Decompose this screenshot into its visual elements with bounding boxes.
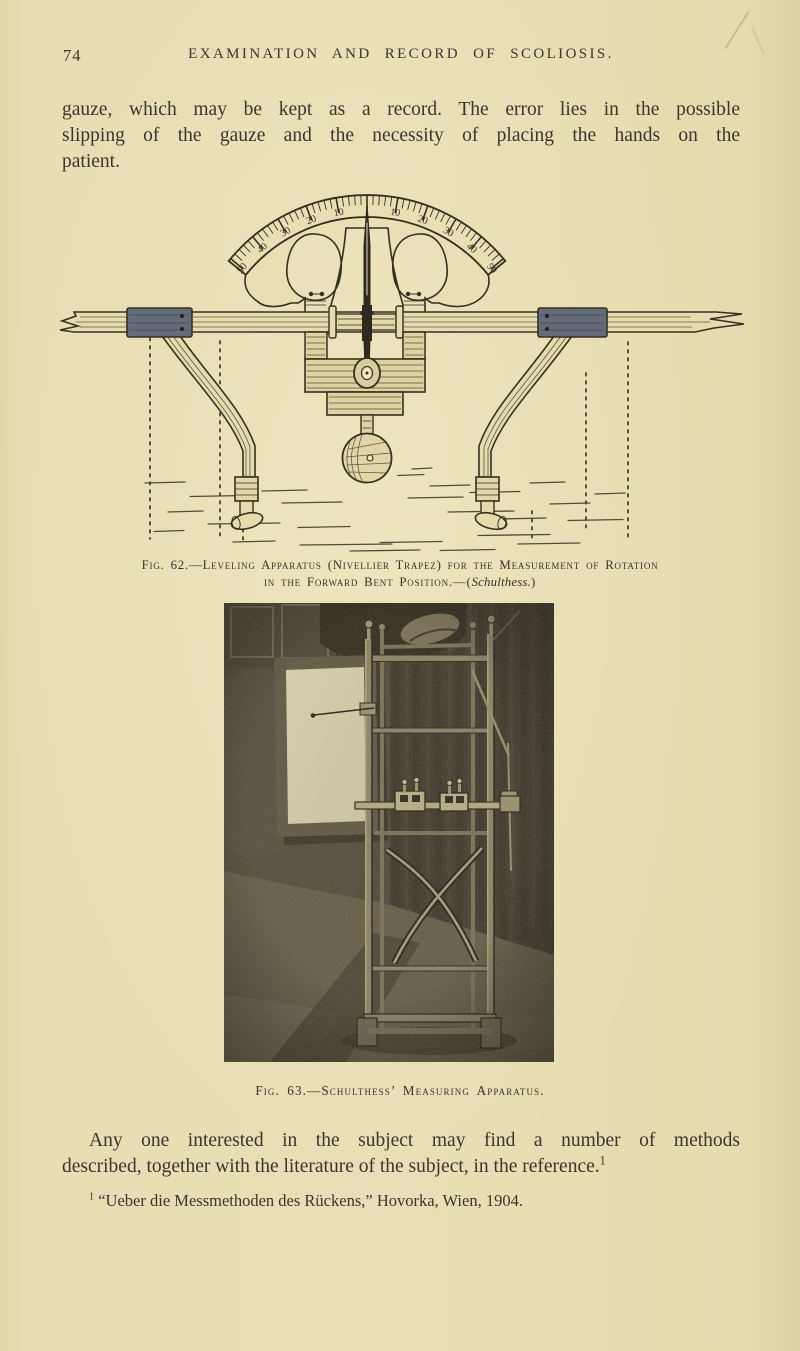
paragraph-line: gauze, which may be kept as a record. Th…: [62, 99, 740, 120]
scale-label: 20: [416, 213, 429, 227]
figure-62: 50 40 30 20 10 10 20 30 40 50: [50, 183, 750, 562]
running-header: 74 EXAMINATION AND RECORD OF SCOLIOSIS.: [62, 46, 740, 68]
bar-clamps: [126, 307, 608, 338]
paragraph-line: described, together with the literature …: [62, 1154, 740, 1180]
plumb-dotted-lines: [149, 337, 629, 546]
paragraph-line: patient.: [62, 151, 120, 172]
paragraph-1: gauze, which may be kept as a record. Th…: [62, 97, 740, 175]
footnote-text: “Ueber die Messmethoden des Rückens,” Ho…: [98, 1191, 523, 1210]
figure-63: [194, 602, 564, 1067]
scale-label: 20: [305, 213, 318, 227]
caption-text: in the Forward Bent Position.—(: [263, 574, 472, 589]
ground-shading: [144, 467, 626, 552]
page-number: 74: [63, 46, 82, 65]
figure-63-caption: Fig. 63.—Schulthess’ Measuring Apparatus…: [255, 1083, 545, 1098]
leveling-apparatus-drawing: 50 40 30 20 10 10 20 30 40 50: [59, 194, 745, 552]
caption-text: ): [531, 574, 537, 589]
paragraph-line: slipping of the gauze and the necessity …: [62, 125, 740, 146]
pivot-knob: [353, 357, 381, 389]
photo-grain: [224, 603, 554, 1062]
page-crease: [724, 10, 750, 50]
footnote-reference: 1: [599, 1153, 606, 1168]
paragraph-text: described, together with the literature …: [62, 1156, 600, 1177]
page-crease: [750, 26, 766, 56]
footnote-marker: 1: [89, 1191, 95, 1203]
left-arm: [160, 335, 264, 531]
figure-62-caption: Fig. 62.—Leveling Apparatus (Nivellier T…: [40, 557, 760, 590]
caption-credit: Schulthess.: [471, 574, 531, 589]
scale-label: 10: [333, 207, 345, 220]
paragraph-2: Any one interested in the subject may fi…: [62, 1128, 740, 1180]
scale-label: 10: [389, 207, 401, 220]
measuring-apparatus-photo: [194, 602, 564, 1062]
pendulum-bob: [341, 432, 393, 484]
paragraph-line: Any one interested in the subject may fi…: [89, 1130, 740, 1151]
protractor-ticks: [230, 194, 504, 270]
scale-label: 30: [441, 225, 455, 240]
protractor-fan: 50 40 30 20 10 10 20 30 40 50: [227, 194, 507, 334]
footnote: 1 “Ueber die Messmethoden des Rückens,” …: [62, 1190, 740, 1212]
scale-label: 30: [279, 225, 293, 240]
running-head-title: EXAMINATION AND RECORD OF SCOLIOSIS.: [188, 46, 614, 62]
figure-62-caption-line2: in the Forward Bent Position.—(Schulthes…: [40, 574, 760, 591]
right-arm: [474, 335, 574, 531]
figure-62-caption-line1: Fig. 62.—Leveling Apparatus (Nivellier T…: [141, 558, 659, 572]
